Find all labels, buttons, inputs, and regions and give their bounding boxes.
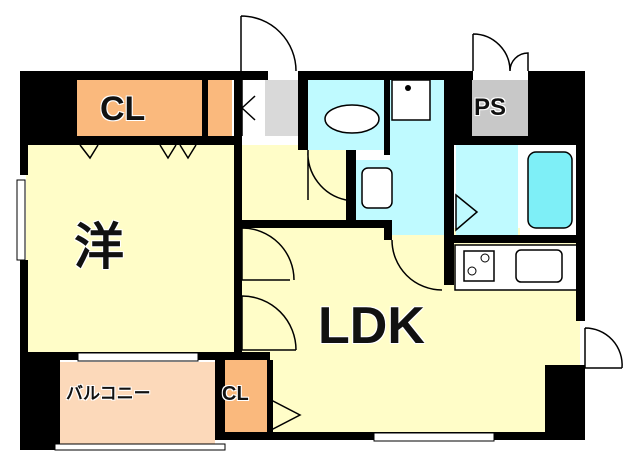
window xyxy=(16,179,26,261)
bathtub-icon xyxy=(527,151,573,229)
closet-label: CL xyxy=(100,90,146,128)
doors xyxy=(79,15,623,432)
washbasin-icon xyxy=(361,167,393,209)
pipe-space xyxy=(472,80,528,136)
closet-small xyxy=(225,360,267,432)
western-room-label: 洋 xyxy=(74,218,124,276)
drain-icon xyxy=(405,85,411,91)
burner-icon xyxy=(480,253,490,263)
western-room xyxy=(26,145,234,352)
burner-icon xyxy=(467,266,477,276)
balcony xyxy=(60,362,215,447)
bathroom xyxy=(456,145,518,235)
closet-main xyxy=(77,80,202,136)
stove xyxy=(463,250,495,282)
pipe-space-label: PS xyxy=(474,94,507,121)
balcony-rail xyxy=(54,443,226,451)
toilet-icon xyxy=(324,104,380,134)
ldk-upper xyxy=(242,228,282,358)
ldk-label: LDK xyxy=(318,297,425,355)
small-closet-label: CL xyxy=(222,383,249,405)
window xyxy=(77,352,199,362)
shoe-box xyxy=(265,80,298,136)
sink-icon xyxy=(515,249,563,283)
window xyxy=(373,432,495,442)
closet-side xyxy=(208,80,232,136)
hallway xyxy=(242,145,354,220)
balcony-label: バルコニー xyxy=(66,384,151,404)
laundry-pan-icon xyxy=(391,79,431,121)
